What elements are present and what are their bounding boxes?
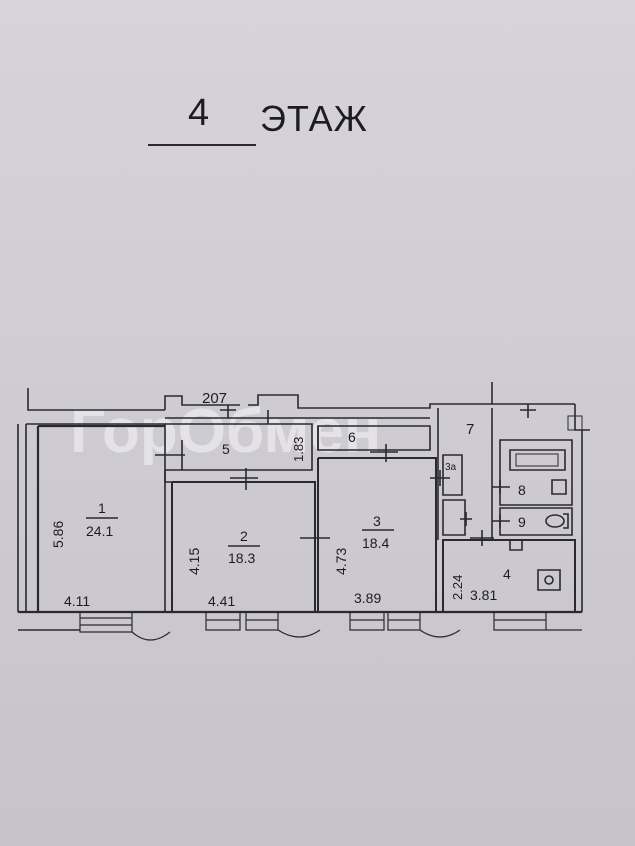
toilet-tank (563, 513, 569, 529)
room-4-walls (442, 539, 576, 613)
sink-icon (551, 479, 567, 495)
room-3-area: 18.4 (362, 535, 389, 551)
room-4-length: 2.24 (450, 575, 465, 600)
plan-labels: 207 1 24.1 5.86 4.11 2 18.3 4.15 4.41 3 … (50, 390, 526, 609)
door-mark-6 (370, 444, 398, 462)
floor-number: 4 (188, 92, 210, 134)
door-mark-corridor (220, 405, 236, 418)
door-mark-8 (492, 480, 510, 494)
floor-title: 4 ЭТАЖ (148, 92, 408, 152)
window-room-2b (245, 612, 279, 631)
bathtub-icon (509, 449, 566, 471)
room-5-number: 5 (222, 441, 230, 457)
windows (79, 612, 582, 641)
room-2-walls (172, 481, 316, 612)
stove-icon (537, 569, 561, 591)
wall-top-right (248, 394, 575, 409)
toilet-icon (545, 514, 565, 528)
stove-burner (544, 575, 554, 585)
room-4-number: 4 (503, 566, 511, 582)
floor-word: ЭТАЖ (260, 98, 368, 139)
door-mark-2 (230, 468, 258, 490)
room-3a-walls (442, 454, 463, 496)
closet-walls (442, 499, 466, 536)
room-2-corner (164, 470, 172, 483)
room-1-area: 24.1 (86, 523, 113, 539)
room-9-walls (499, 507, 573, 536)
room-2-number: 2 (240, 528, 248, 544)
door-mark-9 (492, 514, 510, 528)
room-1-width: 4.11 (64, 593, 90, 609)
room-2-width: 4.41 (208, 593, 235, 609)
door-mark-closet (460, 512, 472, 526)
riser-shaft (567, 415, 583, 431)
window-room-1 (79, 612, 133, 633)
room-1-length: 5.86 (50, 521, 66, 548)
door-mark-7 (520, 404, 536, 418)
room-8-number: 8 (518, 482, 526, 498)
corridor-label: 207 (202, 390, 227, 407)
room-3-number: 3 (373, 513, 381, 529)
room-7-number: 7 (466, 421, 474, 438)
door-mark-5-left (155, 440, 185, 470)
window-sill-1 (131, 631, 171, 641)
room-4-width: 3.81 (470, 587, 497, 603)
door-mark-4 (470, 530, 494, 546)
room-3-length: 4.73 (333, 548, 349, 575)
window-room-2a (205, 612, 241, 631)
wall-top-left (27, 388, 165, 411)
room-5-dimension: 1.83 (291, 437, 306, 462)
wall-corridor-top (164, 395, 240, 410)
room-9-number: 9 (518, 514, 526, 530)
bathtub-inner (515, 453, 559, 467)
window-sill-3 (419, 629, 461, 638)
window-sill-2 (277, 629, 321, 638)
door-mark-3a (430, 470, 450, 486)
floor-number-underline (148, 144, 256, 146)
room-3a-number: 3а (445, 462, 457, 473)
room-2-length: 4.15 (186, 548, 202, 575)
room-3-walls (318, 457, 437, 612)
door-mark-3 (300, 528, 330, 550)
plan-walls (17, 382, 590, 641)
room-5-walls (165, 423, 313, 471)
window-room-3a (349, 612, 385, 631)
window-room-3b (387, 612, 421, 631)
room-3-width: 3.89 (354, 590, 381, 606)
window-room-4 (493, 612, 547, 631)
room-6-number: 6 (348, 429, 356, 445)
room-2-area: 18.3 (228, 550, 255, 566)
room-1-number: 1 (98, 500, 106, 516)
vent-shaft (509, 540, 523, 551)
